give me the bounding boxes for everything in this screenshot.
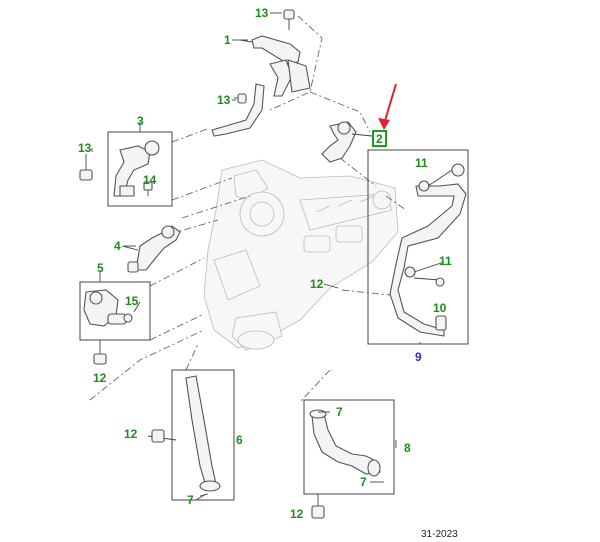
callout-8: 8 — [404, 441, 411, 455]
callout-12-center: 12 — [310, 277, 324, 291]
part-6-pipe — [147, 369, 235, 501]
part-8-box — [303, 399, 395, 519]
callout-2: 2 — [376, 132, 383, 146]
red-pointer-arrow — [378, 83, 397, 130]
callout-7-bottom-right: 7 — [360, 475, 367, 489]
callout-9: 9 — [415, 350, 422, 364]
dashed-leaders — [89, 15, 407, 403]
callout-2-highlight — [372, 130, 387, 147]
callout-15: 15 — [125, 294, 139, 308]
callout-11-top: 11 — [415, 156, 428, 170]
callout-leaders — [91, 12, 397, 501]
part-9-box — [367, 149, 469, 345]
callout-3: 3 — [137, 114, 144, 128]
callout-13-top: 13 — [255, 6, 269, 20]
callout-13-mid: 13 — [217, 93, 231, 107]
callouts: 13 1 13 2 3 13 14 4 5 15 12 11 11 12 10 … — [78, 6, 452, 521]
part-5-box — [79, 272, 151, 365]
part-2-hose — [321, 121, 373, 163]
callout-12-bottom-left: 12 — [124, 427, 138, 441]
part-1-hose — [239, 9, 311, 97]
callout-10: 10 — [433, 301, 447, 315]
callout-7-bottom-left: 7 — [187, 493, 194, 507]
engine-outline — [203, 159, 399, 351]
callout-5: 5 — [97, 261, 104, 275]
callout-14: 14 — [143, 173, 157, 187]
part-1-lower-hose — [211, 83, 265, 137]
callout-12-left: 12 — [93, 371, 107, 385]
part-4-hose — [121, 225, 181, 273]
callout-11-mid: 11 — [439, 254, 452, 268]
callout-4: 4 — [114, 239, 121, 253]
callout-13-left: 13 — [78, 141, 92, 155]
callout-1: 1 — [224, 33, 231, 47]
callout-12-bottom: 12 — [290, 507, 304, 521]
reference-code: 31-2023 — [421, 529, 458, 540]
callout-6: 6 — [236, 433, 243, 447]
callout-7-top: 7 — [336, 405, 343, 419]
part-3-box — [79, 122, 173, 207]
